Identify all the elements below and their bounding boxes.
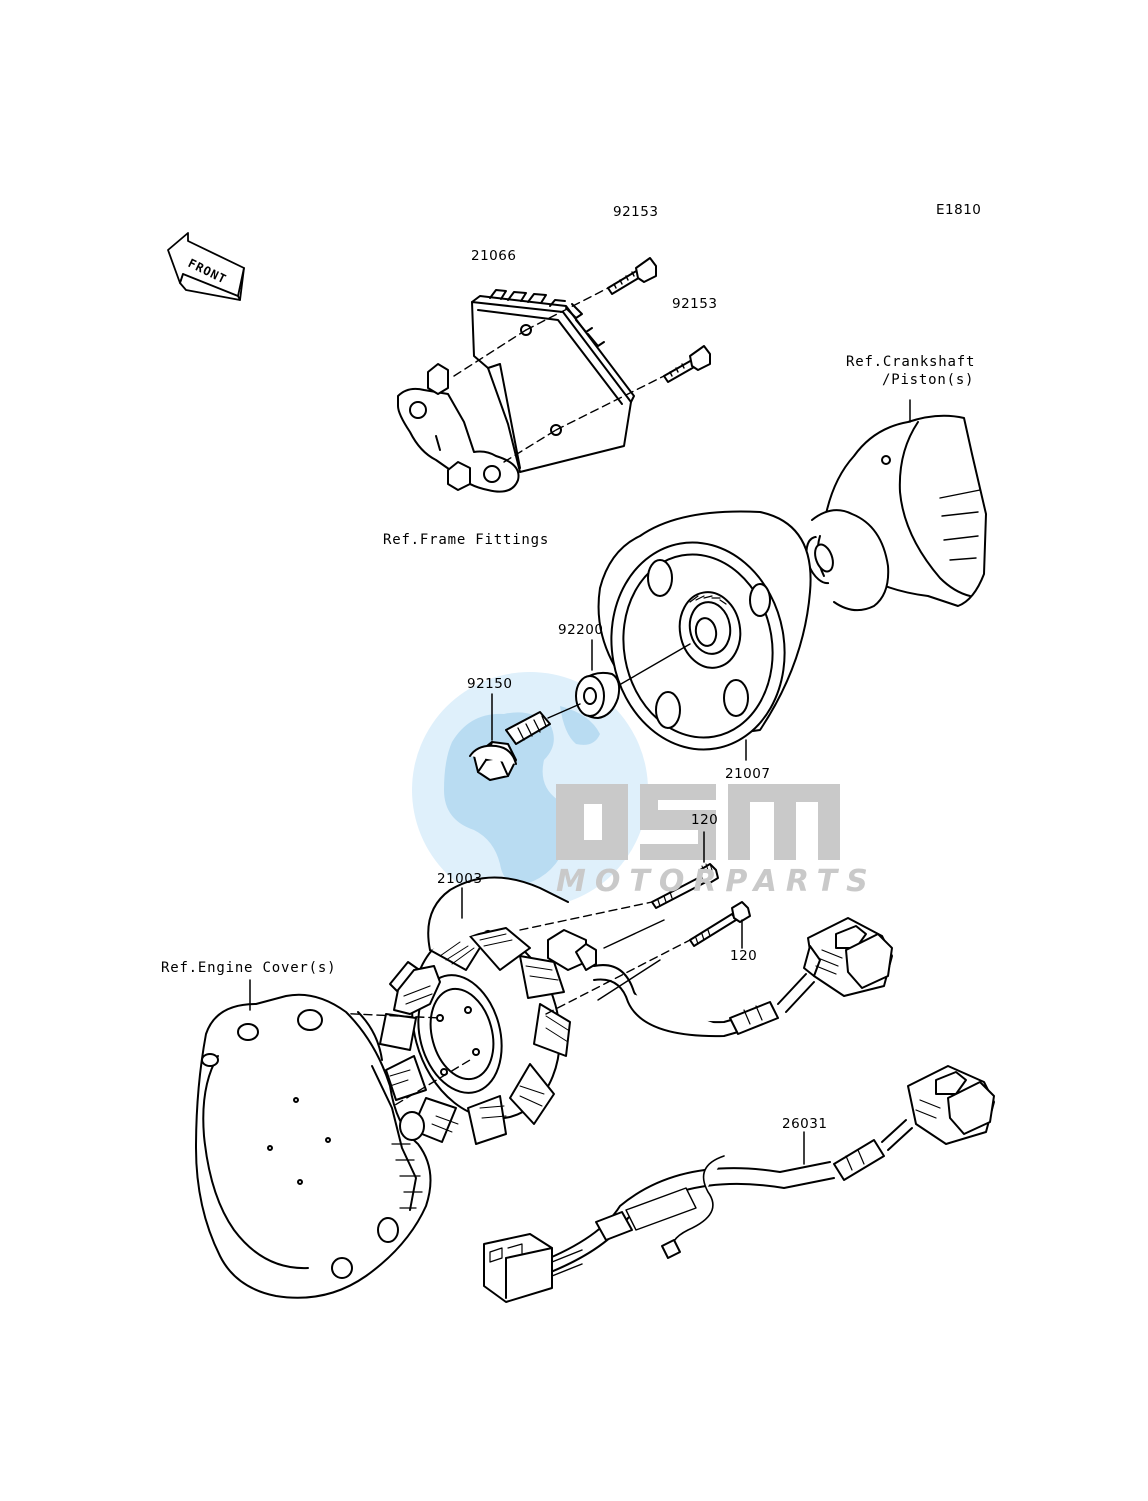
bolt-92153-mid bbox=[663, 345, 711, 383]
diagram-code: E1810 bbox=[936, 202, 982, 218]
bolt-120-b bbox=[689, 901, 751, 947]
part-number-washer: 92200 bbox=[558, 622, 604, 638]
ref-crankshaft-line2: /Piston(s) bbox=[882, 372, 975, 388]
watermark-subtitle: MOTORPARTS bbox=[556, 864, 877, 899]
front-arrow-icon bbox=[167, 232, 245, 301]
part-number-bolt-120-a: 120 bbox=[691, 812, 719, 828]
stator-wire bbox=[593, 917, 893, 1038]
crankshaft bbox=[805, 414, 987, 612]
part-number-bolt-top: 92153 bbox=[613, 204, 659, 220]
ref-crankshaft-line1: Ref.Crankshaft bbox=[846, 354, 976, 370]
regulator-rectifier bbox=[471, 289, 635, 473]
wire-harness-26031 bbox=[483, 1065, 995, 1303]
part-number-harness: 26031 bbox=[782, 1116, 828, 1132]
washer-92200 bbox=[575, 671, 621, 719]
frame-bracket bbox=[397, 363, 520, 493]
rotor-flywheel bbox=[597, 510, 812, 751]
bolt-120-a bbox=[651, 863, 719, 909]
watermark-logo bbox=[556, 784, 840, 860]
part-number-stator: 21003 bbox=[437, 871, 483, 887]
ref-frame-fittings: Ref.Frame Fittings bbox=[383, 532, 550, 548]
dashed-guides-regulator bbox=[453, 287, 665, 463]
bolt-92153-top bbox=[607, 257, 657, 295]
axis-rotor-washer bbox=[613, 643, 691, 689]
engine-cover bbox=[195, 993, 432, 1299]
part-number-rotor: 21007 bbox=[725, 766, 771, 782]
part-number-regulator: 21066 bbox=[471, 248, 517, 264]
part-number-rotor-bolt: 92150 bbox=[467, 676, 513, 692]
part-number-bolt-mid: 92153 bbox=[672, 296, 718, 312]
stator-assembly bbox=[379, 876, 597, 1145]
solid-guides-stator bbox=[597, 919, 665, 1001]
bolt-92150 bbox=[469, 711, 551, 781]
axis-washer-bolt bbox=[547, 703, 581, 719]
ref-engine-cover: Ref.Engine Cover(s) bbox=[161, 960, 337, 976]
part-number-bolt-120-b: 120 bbox=[730, 948, 758, 964]
